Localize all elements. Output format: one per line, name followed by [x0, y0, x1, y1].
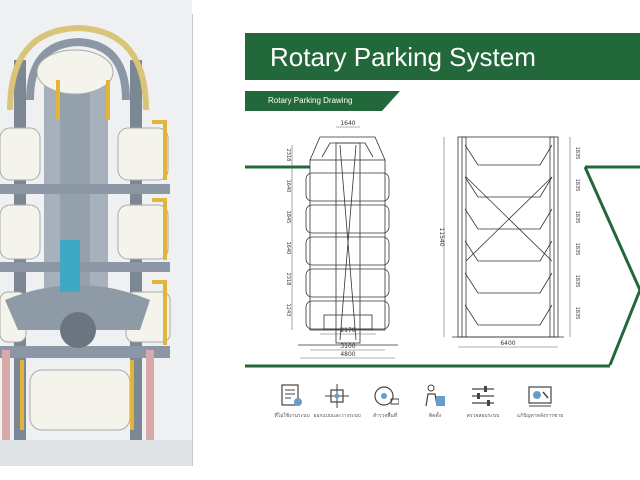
dim-center: 2170	[340, 327, 355, 334]
installer-icon	[425, 384, 445, 407]
subtitle: Rotary Parking Drawing	[268, 96, 353, 105]
slider-controls-icon	[472, 386, 494, 406]
dim-top-width: 1640	[340, 120, 355, 127]
feature-item: ที่ไม่ใช้งานระบบ	[262, 382, 322, 419]
feature-label: ตรวจสอบระบบ	[466, 413, 500, 419]
subtitle-banner: Rotary Parking Drawing	[245, 91, 400, 111]
feature-label: ออกแบบและวางระบบ	[313, 413, 361, 419]
dim-right-level: 1835	[574, 211, 580, 224]
dim-left-level: 2318	[285, 273, 291, 286]
feature-label: แก้ปัญหาหลังการขาย	[516, 413, 564, 419]
side-elevation	[452, 136, 564, 338]
frame-border	[192, 14, 193, 466]
dim-right-level: 1835	[574, 307, 580, 320]
page-title: Rotary Parking System	[270, 42, 536, 72]
technical-drawing: 1640 2170 3100 4800 2318 1640 1845 1640 2318…	[240, 115, 640, 375]
dim-base-inner: 3100	[340, 343, 355, 350]
title-banner: Rotary Parking System	[245, 33, 640, 80]
feature-item: ติดตั้ง	[405, 382, 465, 419]
dim-left-level: 2318	[285, 149, 291, 162]
dim-right-level: 1835	[574, 243, 580, 256]
dim-right-level: 1835	[574, 179, 580, 192]
front-dim-lines	[291, 126, 395, 359]
control-box-icon	[325, 384, 349, 408]
measure-tape-icon	[374, 386, 399, 406]
feature-label: ติดตั้ง	[428, 413, 442, 419]
dim-right-level: 1835	[574, 275, 580, 288]
dim-left-level: 1243	[285, 304, 291, 317]
feature-item: ออกแบบและวางระบบ	[307, 382, 367, 419]
front-elevation	[298, 136, 398, 346]
dim-right-level: 1835	[574, 147, 580, 160]
document-check-icon	[281, 384, 302, 406]
feature-item: แก้ปัญหาหลังการขาย	[510, 382, 570, 419]
feature-label: ที่ไม่ใช้งานระบบ	[274, 413, 310, 419]
dim-side-width: 6400	[500, 340, 515, 347]
rotary-parking-photo	[0, 0, 192, 466]
maintenance-icon	[528, 386, 552, 407]
dim-left-level: 1640	[285, 242, 291, 255]
green-bracket	[583, 166, 640, 366]
feature-item: สำรวจพื้นที่	[355, 382, 415, 419]
feature-item: ตรวจสอบระบบ	[453, 382, 513, 419]
dim-base-outer: 4800	[340, 351, 355, 358]
dim-total-height: 11540	[438, 227, 445, 246]
dim-left-level: 1845	[285, 211, 291, 224]
dim-left-level: 1640	[285, 180, 291, 193]
feature-label: สำรวจพื้นที่	[372, 413, 398, 419]
side-dim-lines	[443, 137, 571, 348]
